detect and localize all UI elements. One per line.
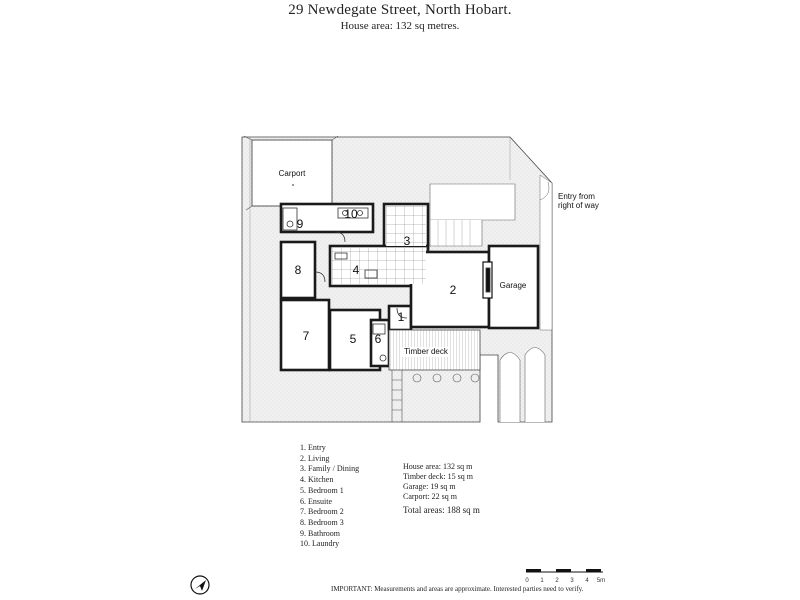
disclaimer-notice: IMPORTANT: Measurements and areas are ap…	[331, 585, 584, 593]
room-number-1: 1	[398, 310, 405, 324]
area-summary: House area: 132 sq m Timber deck: 15 sq …	[403, 462, 480, 515]
room-number-10: 10	[344, 207, 358, 221]
driveway	[499, 347, 546, 422]
timber-deck	[388, 329, 481, 371]
kitchen-tiles	[332, 248, 426, 284]
room-number-9: 9	[297, 217, 304, 231]
scale-end-label: 5m	[597, 578, 605, 584]
fixtures	[282, 207, 493, 362]
room-number-6: 6	[375, 332, 382, 346]
room-number-8: 8	[295, 263, 302, 277]
legend-item: 8. Bedroom 3	[300, 517, 344, 527]
timber-deck-label: Timber deck	[404, 347, 449, 356]
tiled-floor	[386, 206, 426, 246]
scale-tick-1: 1	[540, 578, 544, 584]
legend-item: 7. Bedroom 2	[300, 507, 344, 517]
scale-tick-0: 0	[525, 578, 529, 584]
deck-steps	[391, 370, 480, 422]
garage-area: Garage: 19 sq m	[403, 482, 456, 491]
garage-label: Garage	[500, 281, 527, 290]
room-number-3: 3	[404, 234, 411, 248]
page-title: 29 Newdegate Street, North Hobart.	[288, 2, 512, 18]
scale-bar: 0 1 2 3 4 5m	[525, 569, 605, 584]
north-arrow-icon	[190, 575, 210, 595]
legend-item: 2. Living	[300, 453, 330, 463]
total-area: Total areas: 188 sq m	[403, 505, 480, 515]
house-area-subtitle: House area: 132 sq metres.	[340, 20, 460, 32]
front-path	[429, 183, 516, 247]
legend-item: 9. Bathroom	[300, 528, 340, 538]
legend-item: 1. Entry	[300, 443, 326, 452]
entry-label-line2: right of way	[558, 201, 599, 210]
house-area: House area: 132 sq m	[403, 462, 473, 471]
legend-item: 5. Bedroom 1	[300, 485, 344, 495]
room-number-2: 2	[450, 283, 457, 297]
carport-area: Carport: 22 sq m	[403, 492, 457, 501]
entry-label-line1: Entry from	[558, 192, 595, 201]
scale-tick-2: 2	[555, 578, 559, 584]
legend-item: 4. Kitchen	[300, 475, 334, 485]
room-number-4: 4	[353, 263, 360, 277]
room-number-5: 5	[350, 332, 357, 346]
room-number-7: 7	[303, 329, 310, 343]
legend-item: 6. Ensuite	[300, 496, 332, 506]
room-legend: 1. Entry 2. Living 3. Family / Dining 4.…	[300, 443, 359, 550]
legend-item: 3. Family / Dining	[300, 464, 360, 474]
carport-label: Carport	[279, 169, 306, 178]
scale-tick-4: 4	[585, 578, 589, 584]
right-of-way	[539, 174, 553, 331]
deck-area: Timber deck: 15 sq m	[403, 472, 473, 481]
scale-tick-3: 3	[570, 578, 574, 584]
legend-item: 10. Laundry	[300, 539, 340, 549]
